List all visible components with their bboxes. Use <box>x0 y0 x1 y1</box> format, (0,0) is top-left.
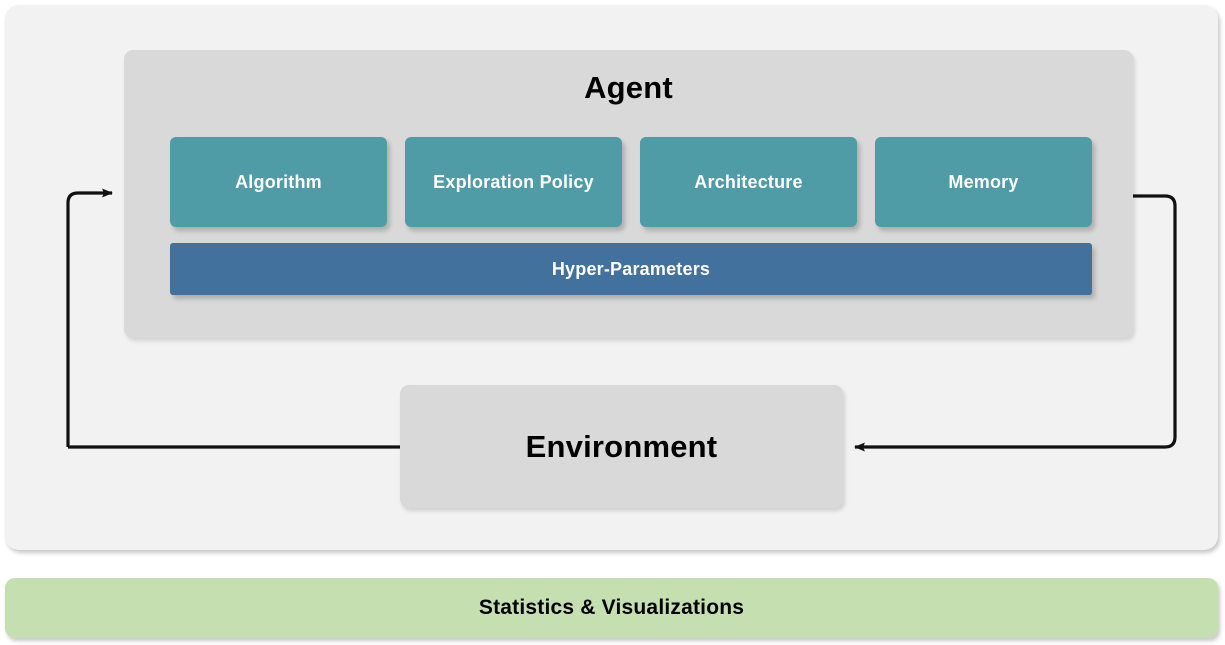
environment-box[interactable]: Environment <box>400 385 843 508</box>
statistics-visualizations-bar[interactable]: Statistics & Visualizations <box>5 578 1218 638</box>
agent-title: Agent <box>584 70 673 105</box>
component-box-exploration-policy[interactable]: Exploration Policy <box>405 137 622 227</box>
agent-component-row: Algorithm Exploration Policy Architectur… <box>170 137 1092 227</box>
component-box-memory[interactable]: Memory <box>875 137 1092 227</box>
hyper-parameters-bar[interactable]: Hyper-Parameters <box>170 243 1092 295</box>
agent-panel: Agent Algorithm Exploration Policy Archi… <box>124 50 1133 338</box>
component-box-algorithm[interactable]: Algorithm <box>170 137 387 227</box>
component-box-architecture[interactable]: Architecture <box>640 137 857 227</box>
